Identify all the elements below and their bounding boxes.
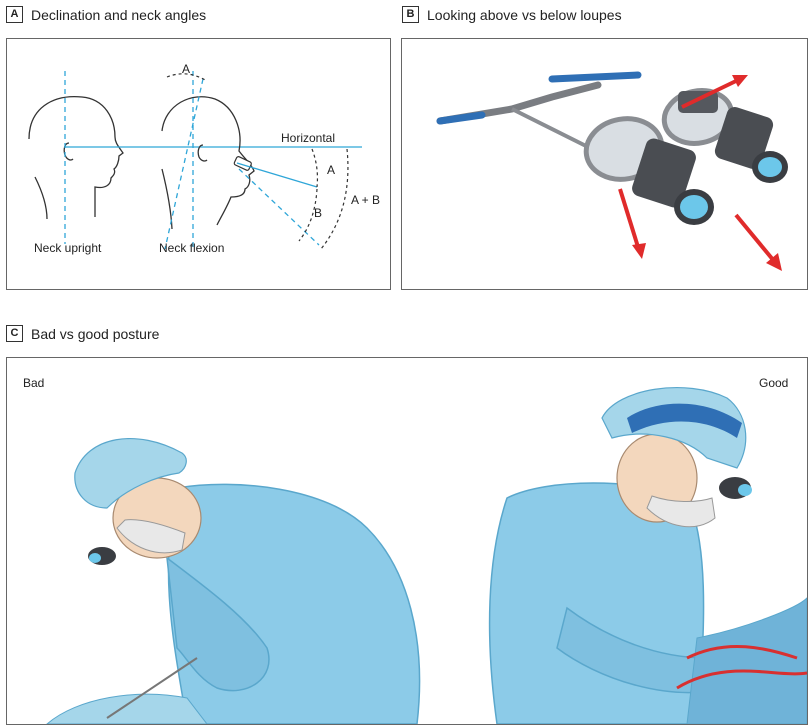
- panel-a-title: Declination and neck angles: [31, 7, 206, 23]
- panel-b-title: Looking above vs below loupes: [427, 7, 622, 23]
- good-label: Good: [759, 376, 788, 390]
- neck-upright-label: Neck upright: [34, 241, 101, 255]
- declination-line: [239, 169, 319, 245]
- upright-head-outline: [29, 97, 123, 219]
- panel-c-frame: Bad Good: [6, 357, 808, 725]
- panel-b-header: B Looking above vs below loupes: [402, 6, 622, 23]
- angle-ab-label: A + B: [351, 193, 380, 207]
- bad-posture-surgeon: [47, 439, 420, 724]
- panel-c-header: C Bad vs good posture: [6, 325, 159, 342]
- panel-c-title: Bad vs good posture: [31, 326, 159, 342]
- angle-a-label: A: [327, 163, 335, 177]
- angle-b-label: B: [314, 206, 322, 220]
- horizontal-label: Horizontal: [281, 131, 335, 145]
- panel-b-letter: B: [402, 6, 419, 23]
- angle-a-arc: [312, 149, 317, 187]
- neck-flexion-label: Neck flexion: [159, 241, 224, 255]
- panel-c-letter: C: [6, 325, 23, 342]
- flexion-tilted-line: [165, 79, 203, 249]
- panel-b-frame: [401, 38, 808, 290]
- posture-illustration: [7, 358, 807, 724]
- panel-a-letter: A: [6, 6, 23, 23]
- loupe-glasses-illustration: [402, 39, 807, 289]
- bad-label: Bad: [23, 376, 44, 390]
- angle-a-top-label: A: [182, 62, 190, 76]
- loupe-eye-icon: [234, 156, 252, 171]
- panel-a-header: A Declination and neck angles: [6, 6, 206, 23]
- panel-a-frame: A Horizontal A B A + B Neck upright Neck…: [6, 38, 391, 290]
- good-posture-surgeon: [490, 388, 807, 724]
